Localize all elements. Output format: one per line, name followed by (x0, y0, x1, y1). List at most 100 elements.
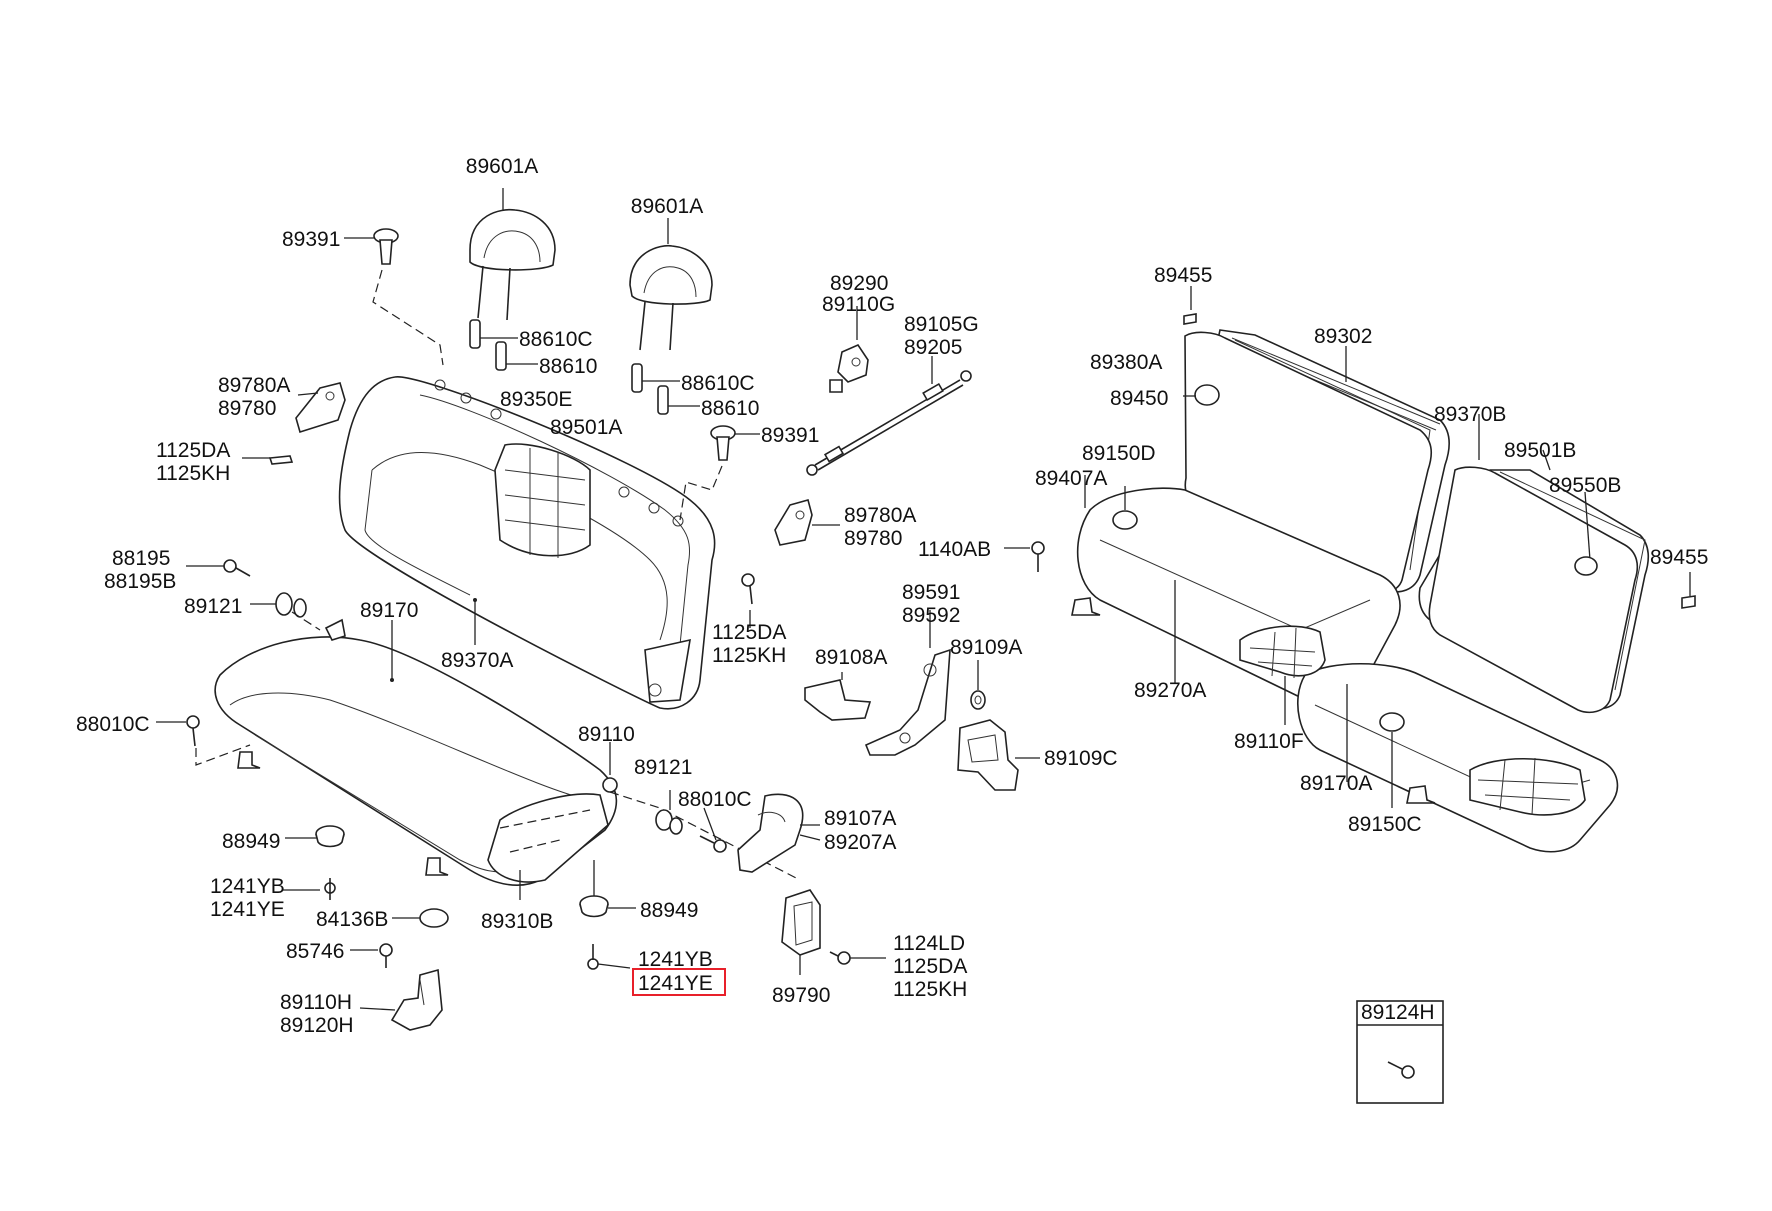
bumper-88949 (285, 825, 636, 918)
label-89109c: 89109C (1044, 747, 1118, 770)
bolt-1241yb (282, 878, 631, 970)
label-89302: 89302 (1314, 325, 1372, 348)
label-89780a: 89780A (218, 374, 290, 397)
label-89350e: 89350E (500, 388, 572, 411)
bolt-88195 (186, 559, 346, 641)
label-89550b: 89550B (1549, 474, 1621, 497)
label-89110g: 89110G (822, 293, 895, 316)
bracket-89790 (781, 889, 821, 975)
clip-89455 (1183, 286, 1696, 609)
bolt-1125da-center (741, 573, 755, 628)
nut-89109a (957, 660, 1040, 791)
bolt-88010c-left (156, 715, 251, 766)
label-88010c: 88010C (76, 713, 150, 736)
label-88949: 88949 (222, 830, 280, 853)
label-88610: 88610 (701, 397, 759, 420)
label-89290: 89290 (830, 272, 888, 295)
label-1140ab: 1140AB (918, 538, 991, 561)
label-88610c: 88610C (519, 328, 593, 351)
headrest-right (629, 218, 713, 351)
label-1241yb: 1241YB (210, 875, 285, 898)
cable-89105g (806, 356, 972, 476)
label-89501b: 89501B (1504, 439, 1576, 462)
hinge-89780a-right (774, 499, 840, 546)
label-1125kh: 1125KH (712, 644, 786, 667)
clip-89108a (804, 672, 872, 721)
label-88195b: 88195B (104, 570, 176, 593)
label-89207a: 89207A (824, 831, 896, 854)
seat-cushion-89170 (214, 620, 618, 886)
knob-89391 (344, 228, 760, 521)
label-88610: 88610 (539, 355, 597, 378)
label-84136b: 84136B (316, 908, 388, 931)
label-89121: 89121 (634, 756, 692, 779)
label-1241ye: 1241YE (210, 898, 285, 921)
label-1125kh: 1125KH (893, 978, 967, 1001)
label-89205: 89205 (904, 336, 962, 359)
label-1125da: 1125DA (893, 955, 967, 978)
label-1125kh: 1125KH (156, 462, 230, 485)
label-89105g: 89105G (904, 313, 979, 336)
label-1124ld: 1124LD (893, 932, 965, 955)
label-89170a: 89170A (1300, 772, 1372, 795)
label-89310b: 89310B (481, 910, 553, 933)
label-89170: 89170 (360, 599, 418, 622)
label-89601a: 89601A (631, 195, 703, 218)
label-89450: 89450 (1110, 387, 1168, 410)
label-89150c: 89150C (1348, 813, 1422, 836)
label-89391: 89391 (282, 228, 340, 251)
label-88195: 88195 (112, 547, 170, 570)
label-1125da: 1125DA (156, 439, 230, 462)
label-89121: 89121 (184, 595, 242, 618)
bolt-1140ab (1004, 541, 1045, 572)
inset-box-89124h (1356, 1000, 1444, 1104)
recliner-group (602, 742, 821, 881)
label-89391: 89391 (761, 424, 819, 447)
label-89780: 89780 (218, 397, 276, 420)
label-89270a: 89270A (1134, 679, 1206, 702)
label-89110f: 89110F (1234, 730, 1304, 753)
label-89501a: 89501A (550, 416, 622, 439)
label-88949: 88949 (640, 899, 698, 922)
plate-89591 (864, 610, 951, 756)
headrest-guides (469, 319, 700, 415)
bolt-1124ld (829, 951, 886, 965)
latch-89290 (829, 306, 869, 393)
label-89110: 89110 (578, 723, 635, 746)
hinge-89780a-left (242, 382, 346, 465)
label-89109a: 89109A (950, 636, 1022, 659)
label-89150d: 89150D (1082, 442, 1156, 465)
label-89108a: 89108A (815, 646, 887, 669)
label-89780a: 89780A (844, 504, 916, 527)
label-1125da: 1125DA (712, 621, 786, 644)
label-89455: 89455 (1650, 546, 1708, 569)
highlight-box (632, 968, 726, 996)
label-89407a: 89407A (1035, 467, 1107, 490)
label-89591: 89591 (902, 581, 960, 604)
label-89380a: 89380A (1090, 351, 1162, 374)
label-89370a: 89370A (441, 649, 513, 672)
label-88610c: 88610C (681, 372, 755, 395)
headrest-left (469, 188, 556, 321)
label-89790: 89790 (772, 984, 830, 1007)
plug-84136b (350, 908, 449, 968)
label-89780: 89780 (844, 527, 902, 550)
label-89110h: 89110H (280, 991, 352, 1014)
label-88010c: 88010C (678, 788, 752, 811)
label-89370b: 89370B (1434, 403, 1506, 426)
label-89592: 89592 (902, 604, 960, 627)
seat-back-89370a (338, 376, 716, 710)
label-89107a: 89107A (824, 807, 896, 830)
part-labels: 89601A 89601A 89391 89391 88610C 88610 8… (76, 155, 1708, 1037)
label-89124h: 89124H (1361, 1001, 1435, 1024)
cover-89110h (359, 968, 443, 1031)
label-89455: 89455 (1154, 264, 1212, 287)
label-85746: 85746 (286, 940, 344, 963)
label-1241yb: 1241YB (638, 948, 713, 971)
label-89601a: 89601A (466, 155, 538, 178)
label-1241ye-highlighted[interactable]: 1241YE (638, 972, 713, 995)
label-89120h: 89120H (280, 1014, 354, 1037)
right-seat-cushions (1071, 475, 1619, 853)
